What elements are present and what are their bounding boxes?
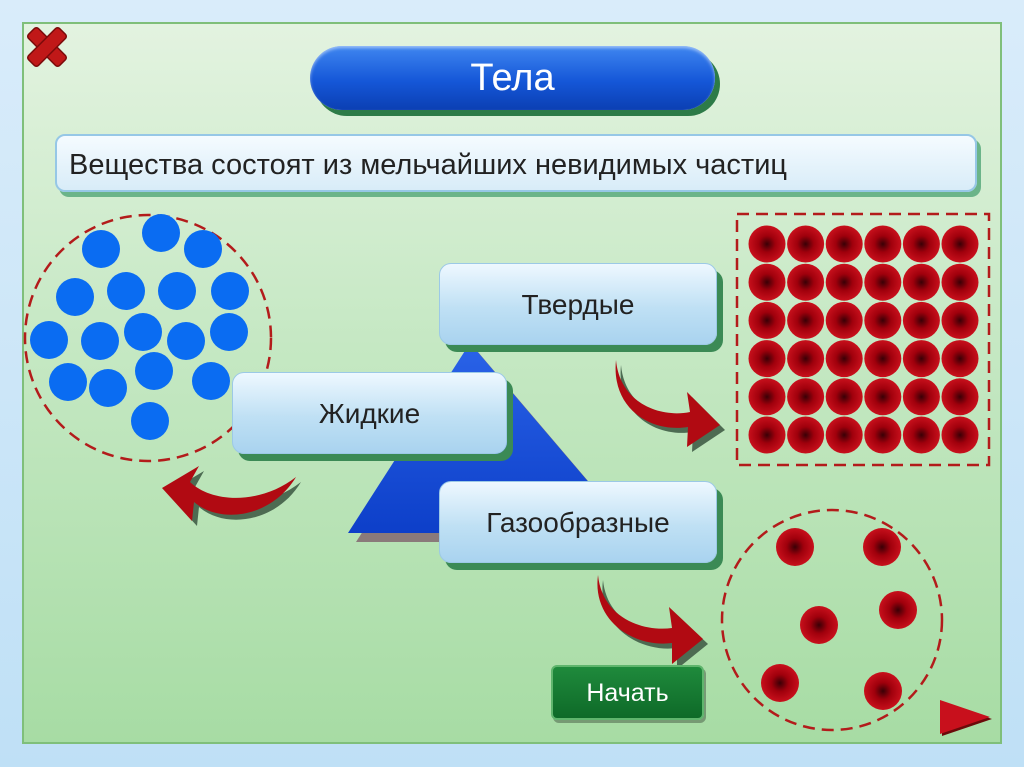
- solid-particle: [825, 416, 863, 454]
- solid-particle: [748, 378, 786, 416]
- solid-particle: [825, 263, 863, 301]
- arrow-to-gas-icon: [597, 575, 708, 669]
- solid-particle: [864, 378, 902, 416]
- solid-particle: [787, 378, 825, 416]
- page-title: Тела: [310, 46, 715, 110]
- liquid-particles-diagram: [23, 213, 273, 463]
- solid-particle: [787, 225, 825, 263]
- solid-particle: [941, 340, 979, 378]
- solid-particle: [941, 416, 979, 454]
- solid-particle: [864, 301, 902, 339]
- solid-particle: [748, 301, 786, 339]
- solid-particle: [902, 378, 940, 416]
- solid-particle: [748, 225, 786, 263]
- close-x-icon[interactable]: [24, 24, 70, 70]
- solid-particle: [941, 263, 979, 301]
- liquid-card-button[interactable]: Жидкие: [232, 372, 507, 454]
- solid-particle: [825, 225, 863, 263]
- solid-particle: [902, 301, 940, 339]
- solid-particle: [864, 263, 902, 301]
- solid-particle: [825, 378, 863, 416]
- solid-particles-diagram: [735, 212, 991, 467]
- solid-particle: [902, 263, 940, 301]
- solid-particle: [825, 340, 863, 378]
- gas-particles: [761, 528, 917, 710]
- solid-particle: [748, 416, 786, 454]
- solid-particle: [902, 225, 940, 263]
- solid-particle: [787, 301, 825, 339]
- arrow-to-solid-icon: [615, 360, 725, 452]
- solid-card-button[interactable]: Твердые: [439, 263, 717, 345]
- solid-particle: [787, 416, 825, 454]
- solid-particle: [941, 301, 979, 339]
- gas-card-button[interactable]: Газообразные: [439, 481, 717, 563]
- next-arrow-icon[interactable]: [940, 700, 992, 736]
- solid-particle: [902, 340, 940, 378]
- solid-particle: [902, 416, 940, 454]
- solid-particle: [787, 340, 825, 378]
- solid-particle: [787, 263, 825, 301]
- solid-particle: [864, 416, 902, 454]
- solid-particle: [941, 225, 979, 263]
- liquid-particles: [30, 214, 249, 440]
- solid-particle: [825, 301, 863, 339]
- solid-particle: [864, 225, 902, 263]
- solid-particles: [748, 225, 979, 454]
- statement-banner: Вещества состоят из мельчайших невидимых…: [55, 134, 977, 192]
- gas-particles-diagram: [720, 508, 944, 732]
- solid-particle: [864, 340, 902, 378]
- solid-particle: [748, 340, 786, 378]
- start-button[interactable]: Начать: [551, 665, 704, 720]
- solid-particle: [941, 378, 979, 416]
- arrow-to-liquid-icon: [162, 466, 301, 526]
- solid-particle: [748, 263, 786, 301]
